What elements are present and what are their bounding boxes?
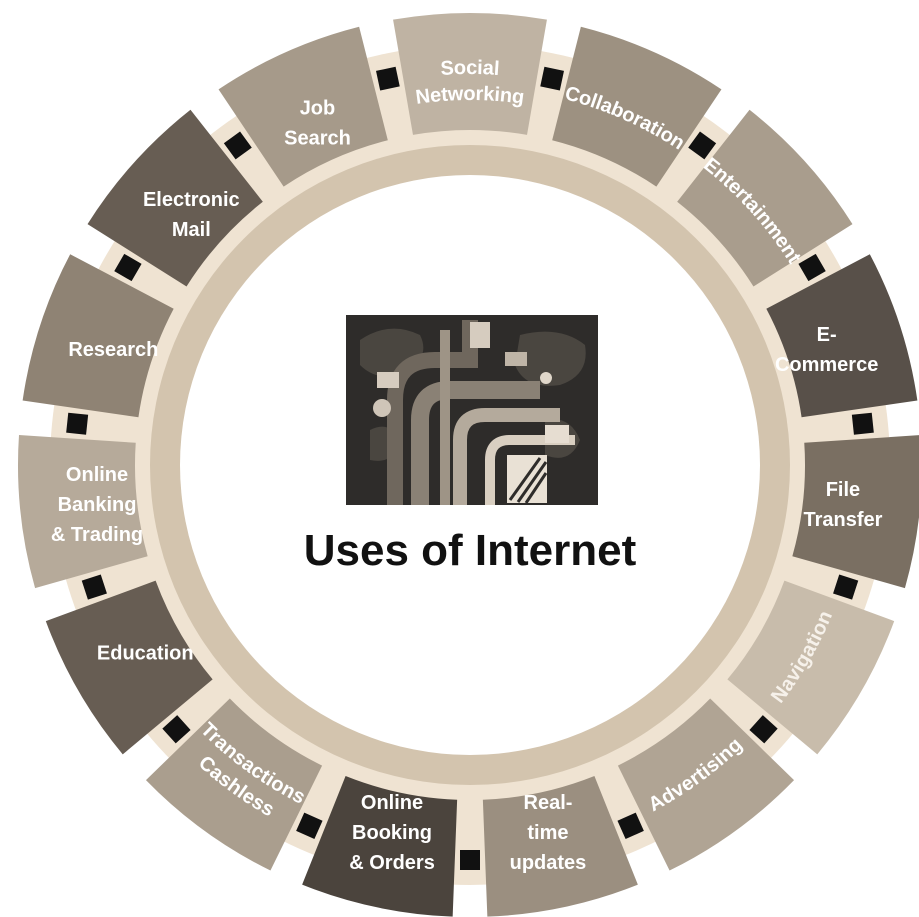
- segment-research: [22, 254, 174, 418]
- connector-block: [81, 574, 107, 600]
- segment-advertising: [617, 698, 795, 871]
- road-bands: [387, 320, 575, 505]
- connector-block: [114, 253, 142, 282]
- connector-block: [223, 131, 252, 160]
- connector-block: [798, 253, 826, 282]
- connector-block: [296, 812, 323, 840]
- connector-block: [460, 850, 480, 870]
- segment-navigation: [727, 580, 895, 755]
- illustration-icons: [373, 322, 569, 504]
- connector-block: [376, 66, 400, 91]
- segment-label-research: Research: [68, 339, 158, 361]
- card-icon: [377, 372, 399, 388]
- calculator-icon: [470, 322, 490, 348]
- connector-block: [617, 812, 644, 840]
- segment-electronic-mail: [87, 109, 263, 287]
- connector-block: [162, 715, 191, 744]
- internet-illustration: [346, 315, 598, 505]
- connector-block: [688, 131, 717, 160]
- segment-online-banking-trading: [18, 435, 148, 589]
- globe-icon: [373, 399, 391, 417]
- connector-block: [851, 412, 874, 435]
- connector-block: [749, 715, 778, 744]
- segment-job-search: [218, 26, 388, 187]
- segment-education: [45, 580, 213, 755]
- connector-block: [833, 574, 859, 600]
- segment-e-commerce: [766, 254, 918, 418]
- connectors: [66, 66, 874, 870]
- segment-entertainment: [677, 109, 853, 287]
- gear-icon: [540, 372, 552, 384]
- segment-label-social-networking: Networking: [414, 83, 525, 109]
- segments: [18, 13, 919, 917]
- segment-label-social-networking: Social: [440, 57, 500, 80]
- segment-collaboration: [552, 26, 722, 187]
- center-title: Uses of Internet: [304, 526, 637, 575]
- laptop-icon: [545, 425, 569, 443]
- segment-cashless-transactions: [145, 698, 323, 871]
- connector-block: [66, 412, 89, 435]
- segment-label-education: Education: [97, 643, 194, 665]
- connector-block: [540, 66, 564, 91]
- segment-label-e-commerce: E-Commerce: [775, 324, 878, 376]
- segment-real-time-updates: [482, 776, 638, 917]
- segment-file-transfer: [792, 435, 919, 589]
- envelope-icon: [505, 352, 527, 366]
- segment-online-booking-orders: [302, 776, 458, 917]
- segment-social-networking: [393, 13, 547, 135]
